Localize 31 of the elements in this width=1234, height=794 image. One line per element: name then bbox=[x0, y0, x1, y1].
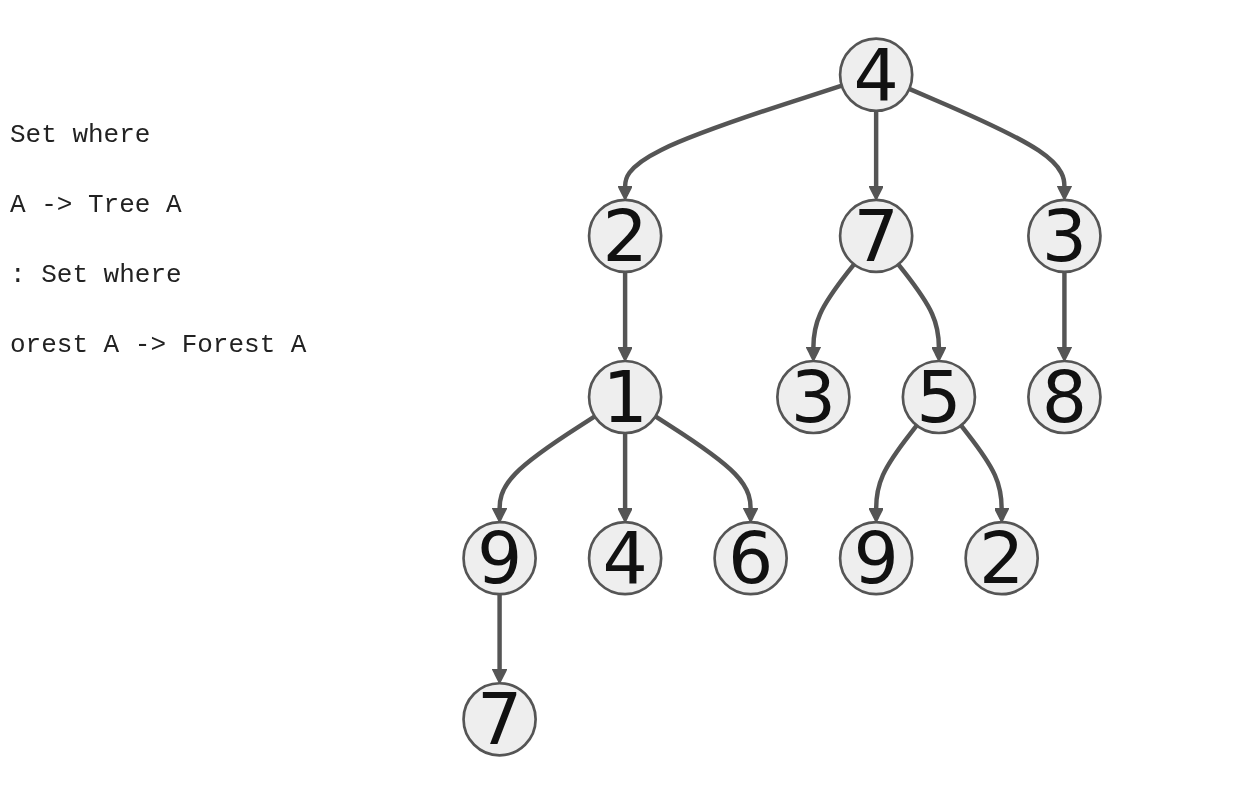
node-circle: 5 bbox=[901, 359, 977, 435]
node-circle: 1 bbox=[587, 359, 663, 435]
arrow bbox=[491, 414, 596, 523]
arrow bbox=[617, 271, 633, 362]
arrow bbox=[908, 86, 1073, 201]
node-circle: 8 bbox=[1027, 359, 1102, 435]
node-circle: 6 bbox=[713, 520, 788, 596]
arrow bbox=[617, 433, 633, 523]
node-circle: 3 bbox=[1027, 198, 1102, 274]
arrow bbox=[896, 262, 947, 362]
code-line: : Set where bbox=[10, 260, 183, 290]
node-circle: 2 bbox=[587, 198, 663, 274]
node-circle: 7 bbox=[838, 198, 914, 274]
code-line: orest A -> Forest A bbox=[10, 330, 308, 360]
node-circle: 2 bbox=[964, 520, 1040, 596]
code-line: A -> Tree A bbox=[10, 190, 183, 220]
arrow bbox=[654, 414, 759, 523]
arrow bbox=[491, 594, 508, 684]
arrow bbox=[1056, 271, 1073, 362]
arrow bbox=[868, 110, 884, 201]
node-circle: 9 bbox=[462, 520, 537, 596]
node-circle: 9 bbox=[838, 520, 914, 596]
node-circle: 4 bbox=[838, 37, 914, 113]
arrow bbox=[617, 83, 843, 201]
node-circle: 7 bbox=[462, 681, 537, 757]
node-circle: 3 bbox=[776, 359, 851, 435]
arrow bbox=[868, 424, 919, 523]
node-circle: 4 bbox=[587, 520, 663, 596]
code-line: Set where bbox=[10, 120, 152, 150]
arrow bbox=[959, 424, 1010, 523]
arrow bbox=[805, 262, 856, 362]
